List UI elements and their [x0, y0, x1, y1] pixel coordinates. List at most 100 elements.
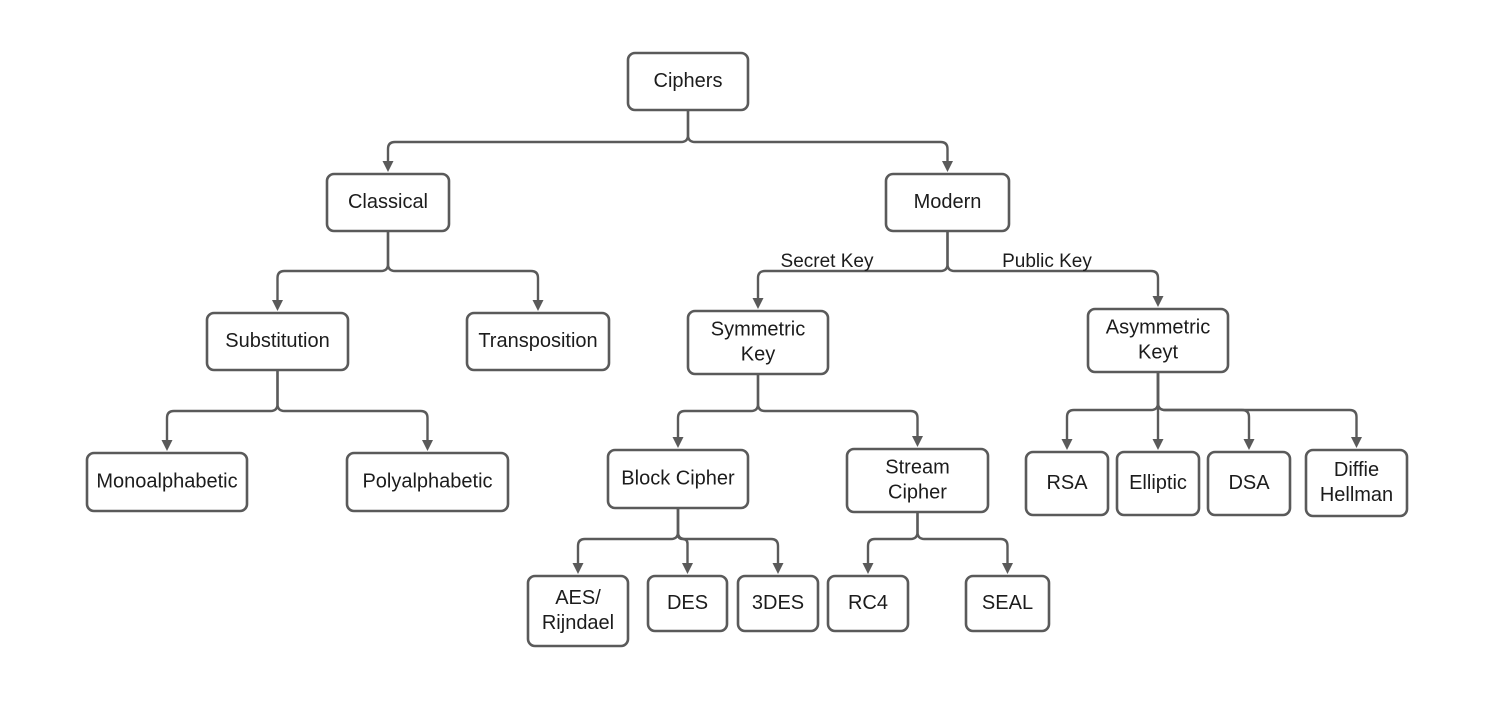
node-box-modern[interactable] — [884, 172, 1011, 233]
node-box-transposition[interactable] — [465, 311, 611, 372]
edge-classical-to-substitution — [276, 229, 390, 302]
node-label-symmetric-key-line-1: Symmetric — [711, 318, 805, 340]
node-dsa[interactable]: DSA — [1206, 450, 1292, 517]
edge-stream-cipher-to-seal — [916, 510, 1009, 565]
node-box-aes-rijndael[interactable] — [526, 574, 630, 648]
node-box-dsa[interactable] — [1206, 450, 1292, 517]
arrow-head-icon — [1351, 437, 1362, 448]
node-label-rc4: RC4 — [848, 592, 888, 614]
arrow-head-icon — [1152, 439, 1164, 450]
node-box-asymmetric-key[interactable] — [1086, 307, 1230, 374]
node-substitution[interactable]: Substitution — [205, 311, 350, 372]
node-box-diffie-hellman[interactable] — [1304, 448, 1409, 518]
node-box-substitution[interactable] — [205, 311, 350, 372]
node-polyalphabetic[interactable]: Polyalphabetic — [345, 451, 510, 513]
arrow-head-icon — [672, 437, 684, 448]
node-box-classical[interactable] — [325, 172, 451, 233]
node-label-polyalphabetic: Polyalphabetic — [362, 470, 492, 492]
node-rsa[interactable]: RSA — [1024, 450, 1110, 517]
edge-ciphers-to-classical — [386, 108, 690, 163]
arrow-head-icon — [532, 300, 544, 311]
node-label-elliptic: Elliptic — [1129, 472, 1187, 494]
node-des[interactable]: DES — [646, 574, 729, 633]
node-label-ciphers: Ciphers — [654, 70, 723, 92]
arrow-head-icon — [1002, 563, 1013, 574]
arrow-head-icon — [1152, 296, 1164, 307]
node-label-diffie-hellman-line-2: Hellman — [1320, 484, 1393, 506]
node-label-transposition: Transposition — [478, 330, 597, 352]
arrow-head-icon — [912, 436, 923, 447]
node-box-monoalphabetic[interactable] — [85, 451, 249, 513]
arrow-head-icon — [422, 440, 433, 451]
arrow-head-icon — [1061, 439, 1073, 450]
edge-ciphers-to-modern — [686, 108, 949, 163]
node-box-seal[interactable] — [964, 574, 1051, 633]
node-transposition[interactable]: Transposition — [465, 311, 611, 372]
arrow-head-icon — [572, 563, 584, 574]
node-box-3des[interactable] — [736, 574, 820, 633]
arrow-head-icon — [682, 563, 693, 574]
arrow-head-icon — [1243, 439, 1255, 450]
node-modern[interactable]: Modern — [884, 172, 1011, 233]
arrow-head-icon — [862, 563, 874, 574]
node-label-seal: SEAL — [982, 592, 1033, 614]
node-label-aes-rijndael-line-1: AES/ — [555, 587, 601, 609]
arrow-head-icon — [752, 298, 764, 309]
node-rc4[interactable]: RC4 — [826, 574, 910, 633]
node-seal[interactable]: SEAL — [964, 574, 1051, 633]
node-classical[interactable]: Classical — [325, 172, 451, 233]
node-label-modern: Modern — [914, 191, 982, 213]
arrow-head-icon — [942, 161, 953, 172]
edge-asymmetric-key-to-rsa — [1065, 370, 1160, 441]
node-box-rsa[interactable] — [1024, 450, 1110, 517]
node-label-asymmetric-key-line-2: Keyt — [1138, 341, 1178, 363]
node-3des[interactable]: 3DES — [736, 574, 820, 633]
node-label-classical: Classical — [348, 191, 428, 213]
arrow-head-icon — [382, 161, 394, 172]
node-box-block-cipher[interactable] — [606, 448, 750, 510]
edge-substitution-to-monoalphabetic — [165, 368, 279, 442]
node-label-symmetric-key-line-2: Key — [741, 343, 775, 365]
node-box-ciphers[interactable] — [626, 51, 750, 112]
edge-stream-cipher-to-rc4 — [866, 510, 919, 565]
edge-substitution-to-polyalphabetic — [276, 368, 429, 442]
edge-labels-layer: Secret Key Public Key — [781, 251, 1093, 272]
node-block-cipher[interactable]: Block Cipher — [606, 448, 750, 510]
edge-symmetric-key-to-stream-cipher — [756, 372, 919, 438]
node-aes-rijndael[interactable]: AES/Rijndael — [526, 574, 630, 648]
edge-label-symmetric-key: Secret Key — [781, 251, 874, 272]
node-label-dsa: DSA — [1228, 472, 1270, 494]
node-box-rc4[interactable] — [826, 574, 910, 633]
node-label-des: DES — [667, 592, 708, 614]
node-label-rsa: RSA — [1046, 472, 1088, 494]
node-box-des[interactable] — [646, 574, 729, 633]
edge-block-cipher-to-3des — [676, 506, 780, 565]
node-ciphers[interactable]: Ciphers — [626, 51, 750, 112]
node-label-substitution: Substitution — [225, 330, 330, 352]
node-label-stream-cipher-line-1: Stream — [885, 456, 949, 478]
node-label-diffie-hellman-line-1: Diffie — [1334, 459, 1379, 481]
node-monoalphabetic[interactable]: Monoalphabetic — [85, 451, 249, 513]
arrow-head-icon — [772, 563, 784, 574]
edge-label-asymmetric-key: Public Key — [1002, 251, 1092, 272]
node-box-elliptic[interactable] — [1115, 450, 1201, 517]
node-box-stream-cipher[interactable] — [845, 447, 990, 514]
edge-asymmetric-key-to-dsa — [1156, 370, 1251, 441]
node-label-3des: 3DES — [752, 592, 804, 614]
node-elliptic[interactable]: Elliptic — [1115, 450, 1201, 517]
node-label-monoalphabetic: Monoalphabetic — [96, 470, 237, 492]
node-label-aes-rijndael-line-2: Rijndael — [542, 612, 614, 634]
arrow-head-icon — [161, 440, 173, 451]
edge-asymmetric-key-to-diffie-hellman — [1156, 370, 1358, 439]
edge-modern-to-asymmetric-key — [946, 229, 1160, 298]
node-box-symmetric-key[interactable] — [686, 309, 830, 376]
arrow-head-icon — [272, 300, 283, 311]
node-box-polyalphabetic[interactable] — [345, 451, 510, 513]
